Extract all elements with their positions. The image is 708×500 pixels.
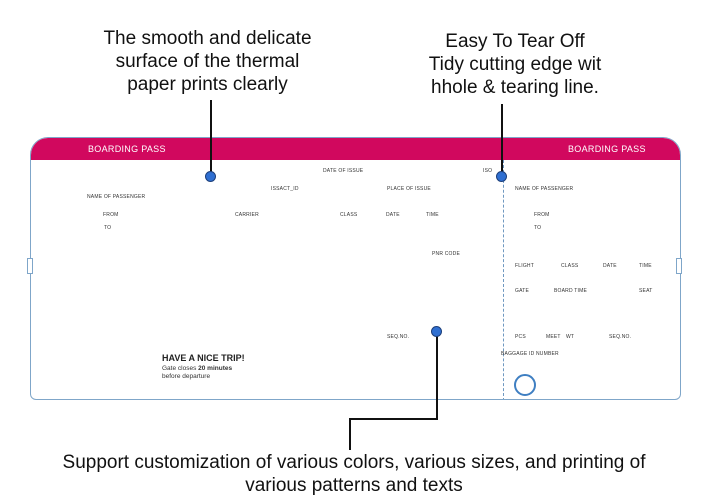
stub-label-meet: MEET [546, 334, 561, 340]
trip-message-title: HAVE A NICE TRIP! [162, 353, 245, 363]
stub-label-baggage-id: BAGGAGE ID NUMBER [501, 351, 559, 357]
connector-line-thermal [210, 100, 212, 176]
marker-dot-thermal [205, 171, 216, 182]
stub-label-flight: FLIGHT [515, 263, 534, 269]
band-title-left: BOARDING PASS [88, 144, 166, 154]
label-seq-no: SEQ.NO. [387, 334, 410, 340]
connector-line-tear [501, 104, 503, 176]
stub-label-board-time: BOARD TIME [554, 288, 588, 294]
stub-label-wt: WT [566, 334, 575, 340]
connector-line-custom-horizontal [349, 418, 438, 420]
label-date: DATE [386, 212, 400, 218]
stub-label-pcs: PCS [515, 334, 526, 340]
stub-label-to: TO [534, 225, 542, 231]
label-name-of-passenger: NAME OF PASSENGER [87, 194, 146, 200]
callout-thermal-paper: The smooth and delicate surface of the t… [103, 28, 312, 95]
stub-label-gate: GATE [515, 288, 530, 294]
label-iso: ISO [483, 168, 493, 174]
stub-label-from: FROM [534, 212, 550, 218]
stub-label-class: CLASS [561, 263, 579, 269]
label-issact-id: ISSACT_ID [271, 186, 299, 192]
gate-minutes: 20 minutes [198, 365, 233, 372]
gate-prefix: Gate closes [162, 365, 197, 372]
label-from: FROM [103, 212, 119, 218]
label-carrier: CARRIER [235, 212, 259, 218]
gate-closing-note: Gate closes 20 minutes before departure [162, 365, 232, 381]
right-notch [676, 258, 682, 274]
stub-label-date: DATE [603, 263, 617, 269]
connector-line-custom-drop [349, 418, 351, 450]
marker-dot-custom [431, 326, 442, 337]
left-notch [27, 258, 33, 274]
band-title-right: BOARDING PASS [568, 144, 646, 154]
label-date-of-issue: DATE OF ISSUE [323, 168, 364, 174]
stub-label-time: TIME [639, 263, 652, 269]
gate-suffix: before departure [162, 373, 211, 380]
connector-line-custom-vertical [436, 333, 438, 419]
callout-customization: Support customization of various colors,… [62, 452, 646, 496]
label-place-of-issue: PLACE OF ISSUE [387, 186, 431, 192]
callout-tear-off: Easy To Tear Off Tidy cutting edge wit h… [428, 31, 602, 98]
tearing-line [503, 160, 504, 399]
label-to: TO [104, 225, 112, 231]
marker-dot-tear [496, 171, 507, 182]
label-time: TIME [426, 212, 439, 218]
label-class: CLASS [340, 212, 358, 218]
stub-label-name-of-passenger: NAME OF PASSENGER [515, 186, 574, 192]
label-pnr-code: PNR CODE [432, 251, 460, 257]
stub-label-seq-no: SEQ.NO. [609, 334, 632, 340]
stamp-circle [514, 374, 536, 396]
ticket-header-band [31, 138, 680, 160]
boarding-pass-ticket: BOARDING PASS BOARDING PASS DATE OF ISSU… [30, 137, 681, 400]
stub-label-seat: SEAT [639, 288, 653, 294]
